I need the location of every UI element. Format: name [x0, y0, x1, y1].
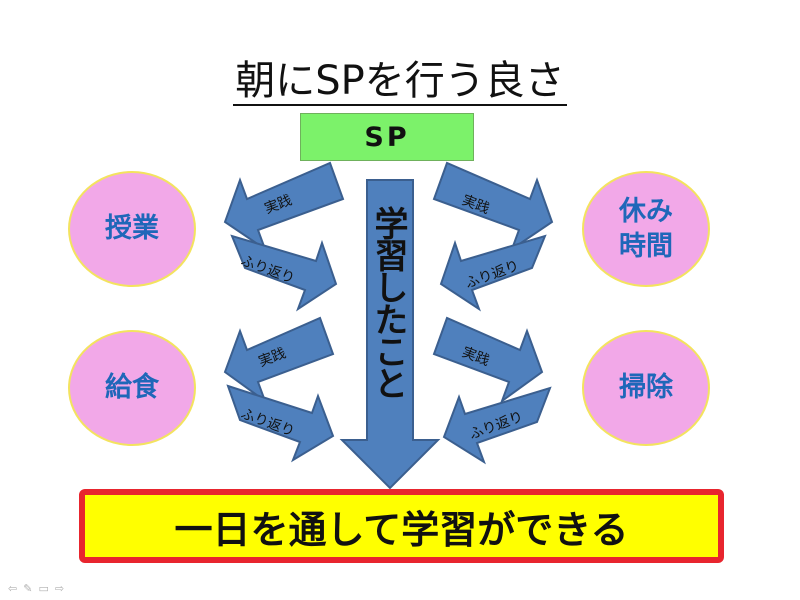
- circle-lunch-label: 給食: [105, 372, 159, 404]
- circle-break-time-label: 休み 時間: [619, 195, 673, 262]
- arrow-right-practice-2: [432, 316, 544, 404]
- arrow-right-reflection-2: [442, 386, 552, 465]
- arrow-left-reflection-1: [230, 234, 338, 312]
- arrow-right-reflection-1: [439, 234, 547, 312]
- slide-nav-bar: ⇦✎▭⇨: [8, 582, 70, 595]
- arrow-left-reflection-2: [226, 384, 335, 463]
- circle-cleaning: 掃除: [582, 330, 710, 446]
- arrow-left-practice-1: [223, 161, 345, 252]
- prev-icon[interactable]: ⇦: [8, 582, 24, 595]
- central-arrow-label: 学習したこと: [368, 206, 408, 398]
- banner-text: 一日を通して学習ができる: [83, 493, 720, 559]
- circle-lunch: 給食: [68, 330, 196, 446]
- sp-box: SP: [300, 113, 474, 161]
- circle-break-time: 休み 時間: [582, 171, 710, 287]
- circle-cleaning-label: 掃除: [619, 372, 673, 404]
- arrow-right-practice-1: [432, 161, 554, 252]
- banner: 一日を通して学習ができる: [79, 489, 724, 563]
- menu-icon[interactable]: ▭: [38, 582, 55, 595]
- slide-title: 朝にSPを行う良さ: [0, 48, 800, 106]
- central-down-arrow: [339, 179, 441, 490]
- pen-icon[interactable]: ✎: [23, 582, 39, 595]
- arrow-left-practice-2: [223, 316, 335, 404]
- circle-class-label: 授業: [105, 213, 159, 245]
- slide-title-text: 朝にSPを行う良さ: [233, 58, 567, 106]
- circle-class: 授業: [68, 171, 196, 287]
- next-icon[interactable]: ⇨: [54, 582, 71, 595]
